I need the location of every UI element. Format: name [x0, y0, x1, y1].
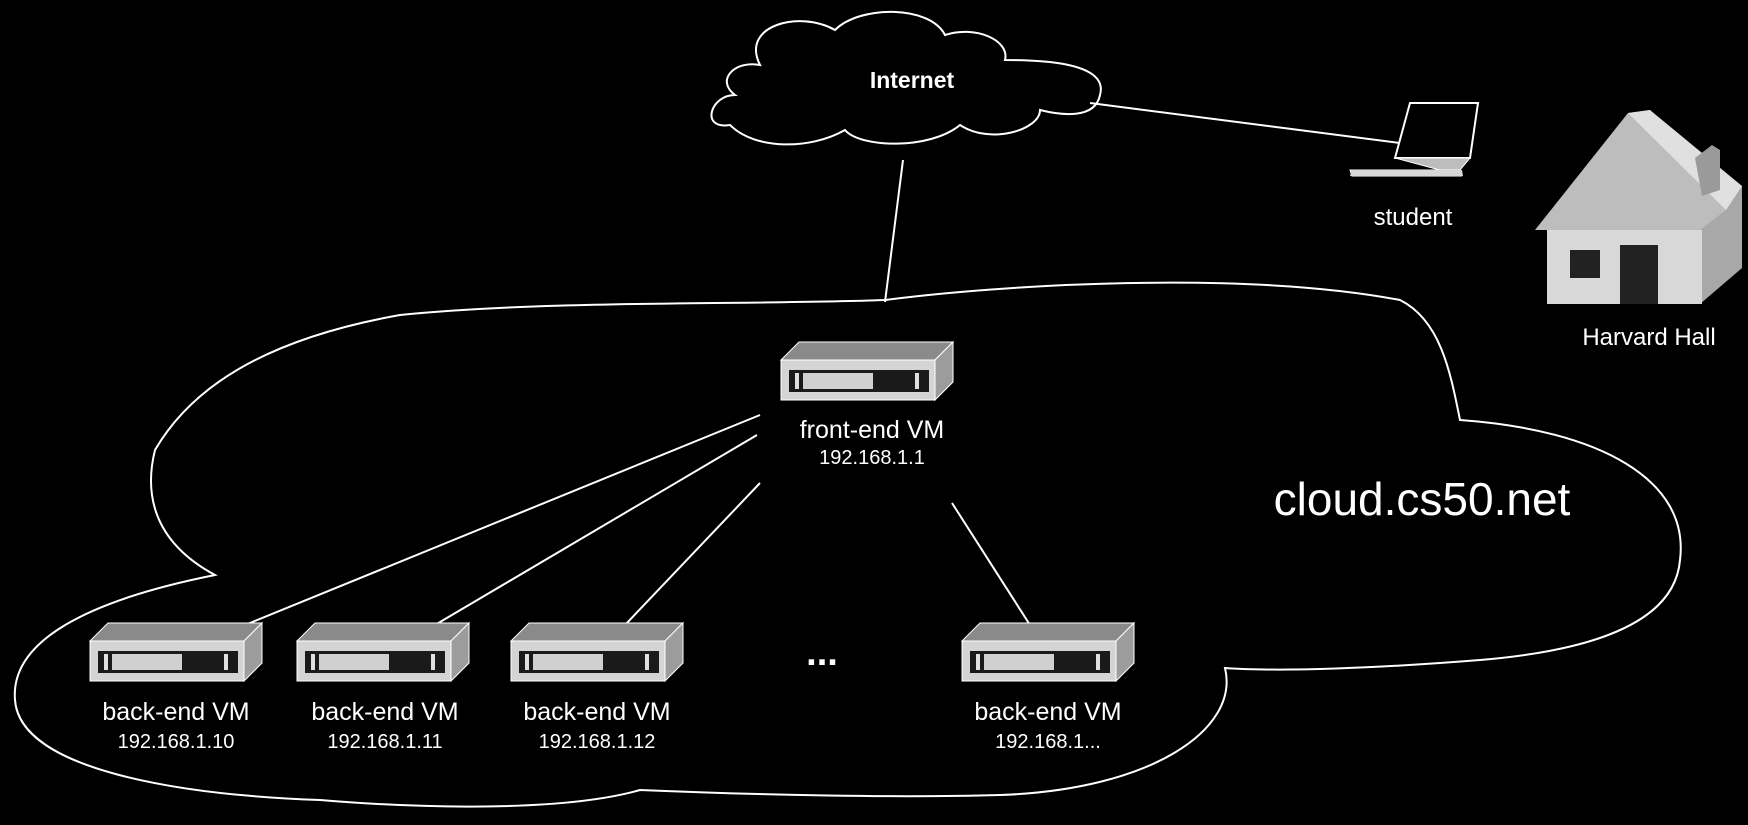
backend-ip: 192.168.1...	[995, 731, 1101, 753]
internet-cloud-icon	[710, 10, 1102, 146]
cloud-outline	[13, 281, 1682, 808]
server-icon	[296, 622, 470, 682]
connections	[244, 102, 1401, 626]
frontend-backend1-link	[244, 414, 761, 626]
frontend-backend3-link	[624, 482, 761, 626]
backend-ip: 192.168.1.12	[539, 731, 656, 753]
server-icon	[961, 622, 1135, 682]
harvard-hall-label: Harvard Hall	[1582, 324, 1715, 351]
frontend-backend2-link	[434, 434, 758, 626]
backend-label: back-end VM	[974, 698, 1121, 726]
ellipsis: ...	[806, 632, 838, 674]
backend-label: back-end VM	[311, 698, 458, 726]
student-label: student	[1374, 204, 1453, 231]
backend-ip: 192.168.1.11	[327, 731, 442, 753]
laptop-icon	[1349, 102, 1480, 177]
internet-student-link	[1089, 102, 1401, 144]
backend-label: back-end VM	[102, 698, 249, 726]
frontend-backend4-link	[951, 502, 1031, 626]
server-icon	[780, 341, 954, 401]
frontend-ip: 192.168.1.1	[819, 447, 925, 469]
frontend-label: front-end VM	[800, 416, 945, 444]
cloud-label: cloud.cs50.net	[1274, 473, 1571, 525]
backend-label: back-end VM	[523, 698, 670, 726]
internet-label: Internet	[870, 67, 955, 93]
house-icon	[1535, 110, 1742, 304]
server-icon	[89, 622, 263, 682]
backend-ip: 192.168.1.10	[118, 731, 235, 753]
server-icon	[510, 622, 684, 682]
internet-frontend-link	[884, 159, 904, 303]
